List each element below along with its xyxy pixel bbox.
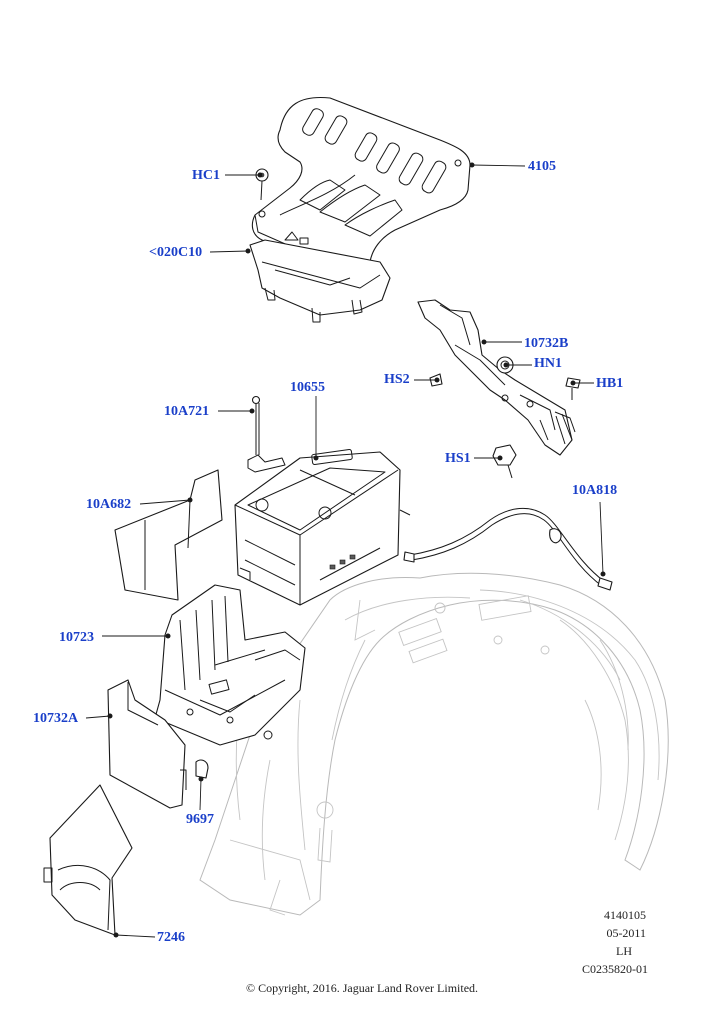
callout-4105: 4105 <box>528 159 556 174</box>
callout-10a721: 10A721 <box>164 404 210 419</box>
battery-heat-shield <box>114 469 223 601</box>
battery-cable <box>403 507 613 591</box>
callout-hb1: HB1 <box>596 376 624 391</box>
callout-020c10: <020C10 <box>149 245 203 260</box>
callout-hs1: HS1 <box>445 451 471 466</box>
grommet <box>195 759 209 779</box>
illustration-date: 05-2011 <box>606 926 646 940</box>
wheel-arch-liner <box>199 572 669 916</box>
callout-7246: 7246 <box>157 930 185 945</box>
cover-tray <box>249 239 391 323</box>
callout-10732b: 10732B <box>524 336 569 351</box>
leader-lines <box>85 162 606 938</box>
lower-shield <box>43 784 133 936</box>
vent-tube <box>247 395 286 473</box>
callout-hs2: HS2 <box>384 372 410 387</box>
callout-10732a: 10732A <box>33 711 79 726</box>
battery-bracket <box>417 299 576 456</box>
callout-hn1: HN1 <box>534 356 562 371</box>
illustration-ref: C0235820-01 <box>582 962 648 976</box>
callout-10a682: 10A682 <box>86 497 132 512</box>
battery-side-shield <box>107 679 187 809</box>
battery <box>234 449 411 606</box>
callout-9697: 9697 <box>186 812 214 827</box>
copyright-notice: © Copyright, 2016. Jaguar Land Rover Lim… <box>245 981 479 995</box>
fastener-hs1 <box>492 444 517 479</box>
callout-hc1: HC1 <box>192 168 220 183</box>
callout-10655: 10655 <box>290 380 325 395</box>
illustration-side: LH <box>616 944 632 958</box>
callout-10a818: 10A818 <box>572 483 618 498</box>
illustration-code: 4140105 <box>604 908 646 922</box>
callout-10723: 10723 <box>59 630 94 645</box>
